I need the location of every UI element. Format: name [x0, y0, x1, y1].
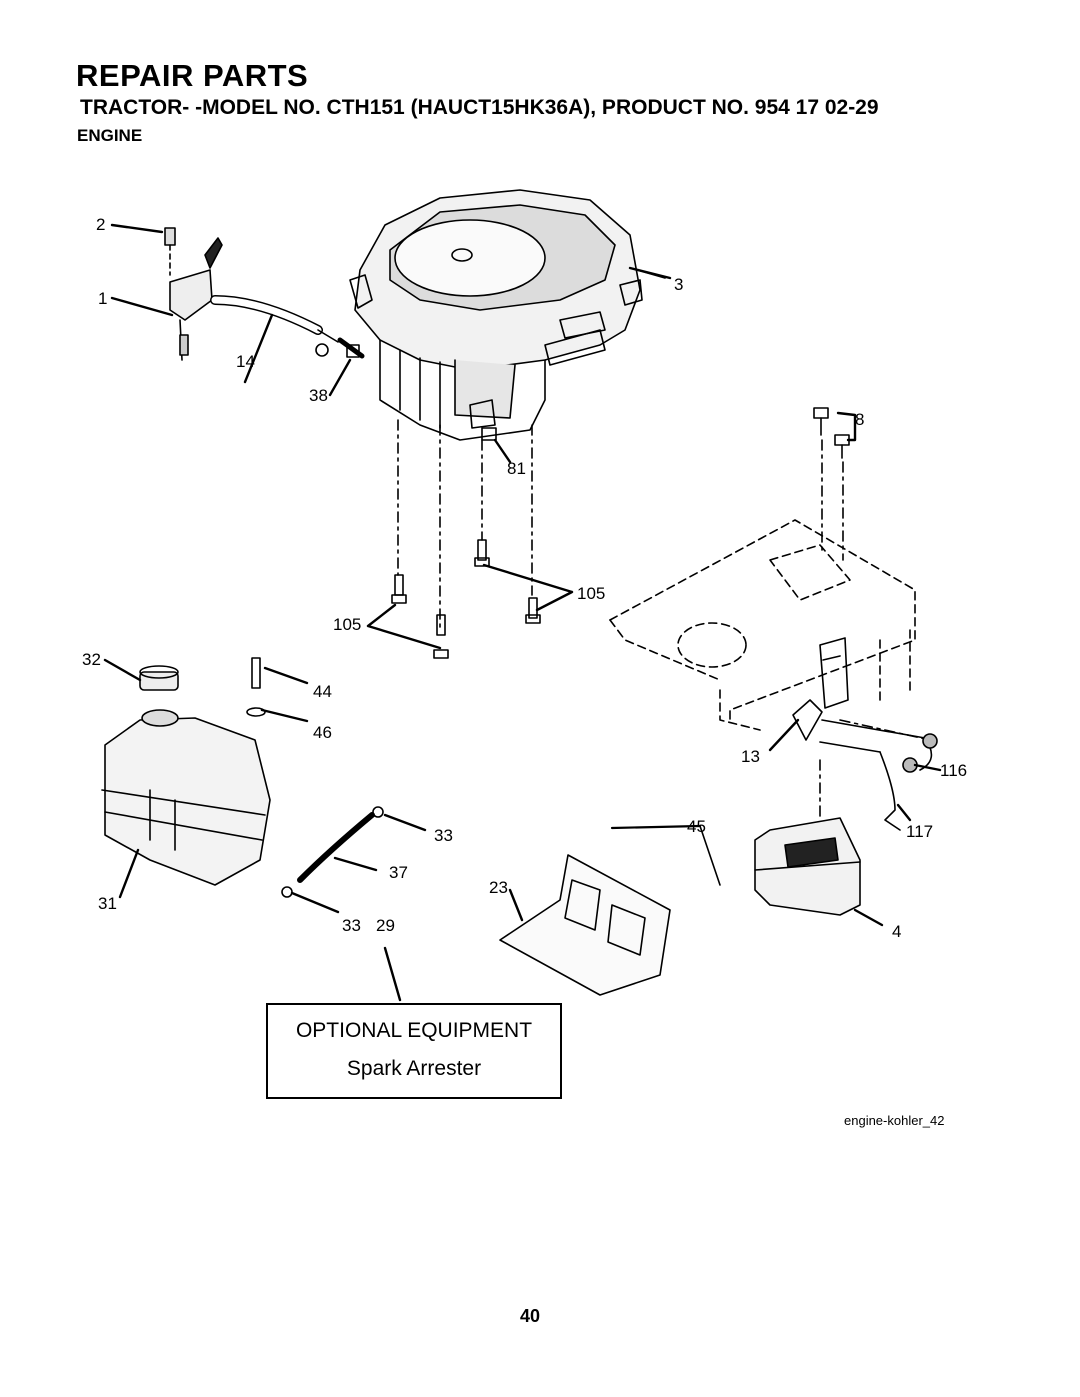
callout-29: 29 — [376, 916, 395, 935]
fasteners-illustration — [346, 344, 850, 459]
callout-105-right: 105 — [577, 584, 605, 603]
engine-mount-bolts — [391, 539, 541, 659]
heat-shield-illustration — [499, 824, 721, 996]
callout-14: 14 — [236, 352, 255, 371]
throttle-control-illustration — [164, 227, 365, 361]
chassis-frame-illustration — [609, 519, 916, 731]
callout-8: 8 — [855, 410, 864, 429]
callout-105-left: 105 — [333, 615, 361, 634]
callout-33-bottom: 33 — [342, 916, 361, 935]
callout-44: 44 — [313, 682, 332, 701]
optional-equipment-title: OPTIONAL EQUIPMENT — [295, 1019, 533, 1042]
section-heading: ENGINE — [77, 126, 143, 145]
callout-3: 3 — [674, 275, 683, 294]
fuel-line-illustration — [246, 657, 384, 898]
callout-37: 37 — [389, 863, 408, 882]
engine-illustration — [349, 189, 666, 441]
page-number: 40 — [520, 1306, 541, 1326]
callout-13: 13 — [741, 747, 760, 766]
callout-117: 117 — [906, 822, 933, 841]
callout-116: 116 — [940, 761, 967, 780]
optional-equipment-item: Spark Arrester — [346, 1057, 482, 1080]
callout-33-top: 33 — [434, 826, 453, 845]
assembly-lines — [397, 419, 931, 821]
optional-equipment-box: OPTIONAL EQUIPMENT Spark Arrester — [266, 1003, 562, 1099]
callout-32: 32 — [82, 650, 101, 669]
fuel-tank-illustration — [101, 665, 271, 886]
callout-81: 81 — [507, 459, 526, 478]
callout-2: 2 — [96, 215, 105, 234]
page-title: REPAIR PARTS — [76, 58, 309, 93]
callout-46: 46 — [313, 723, 332, 742]
callout-38: 38 — [309, 386, 328, 405]
model-subtitle: TRACTOR- -MODEL NO. CTH151 (HAUCT15HK36A… — [80, 96, 879, 119]
callout-1: 1 — [98, 289, 107, 308]
leader-lines — [103, 223, 942, 1002]
callout-31: 31 — [98, 894, 117, 913]
callout-23: 23 — [489, 878, 508, 897]
callout-45: 45 — [687, 817, 706, 836]
muffler-illustration — [754, 699, 938, 916]
chassis-bracket — [819, 637, 849, 709]
figure-reference: engine-kohler_42 — [844, 1113, 945, 1128]
callout-4: 4 — [892, 922, 901, 941]
